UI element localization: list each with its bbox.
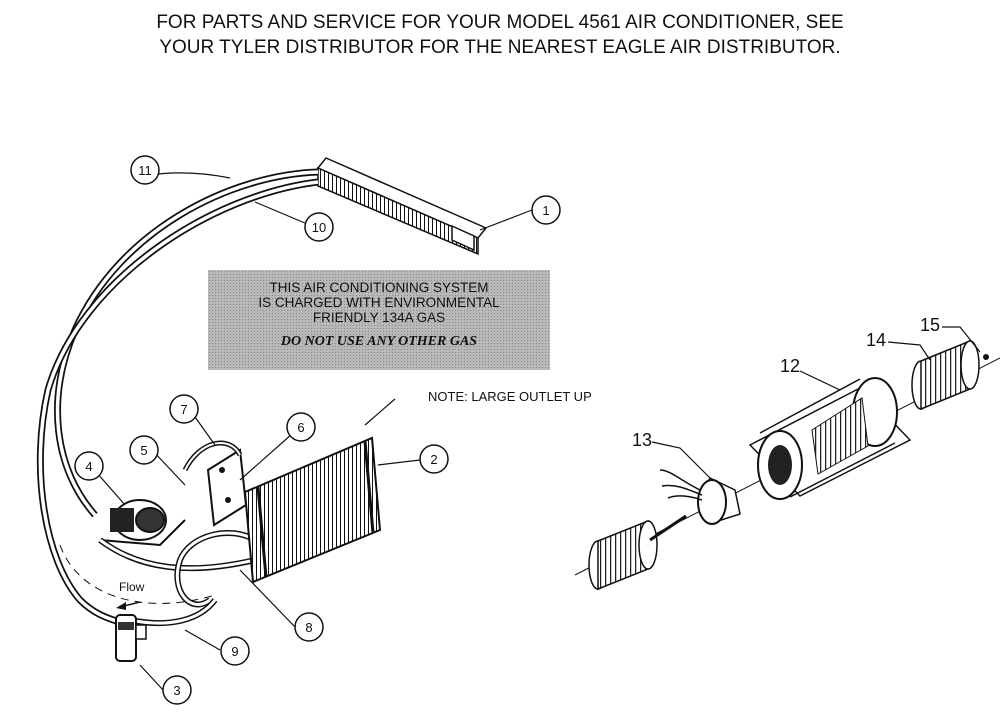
callout-2-label: 2 bbox=[430, 452, 437, 467]
condenser-coil bbox=[243, 436, 382, 584]
callout-4-label: 4 bbox=[85, 459, 92, 474]
callout-9: 9 bbox=[220, 636, 250, 666]
flow-label: Flow bbox=[119, 580, 145, 594]
callout-9-label: 9 bbox=[231, 644, 238, 659]
callout-10-label: 10 bbox=[312, 220, 326, 235]
callout-13-label: 13 bbox=[632, 430, 652, 450]
callout-14-label: 14 bbox=[866, 330, 886, 350]
leader-lines bbox=[89, 172, 981, 691]
blower-wheel-left bbox=[588, 519, 658, 591]
blower-wheel-right bbox=[911, 339, 980, 411]
callout-5-label: 5 bbox=[140, 443, 147, 458]
callout-3-label: 3 bbox=[173, 683, 180, 698]
callout-6: 6 bbox=[286, 412, 316, 442]
callout-7: 7 bbox=[169, 394, 199, 424]
callout-1: 1 bbox=[531, 195, 561, 225]
compressor bbox=[99, 499, 186, 547]
mounting-bracket bbox=[182, 440, 248, 527]
callout-12-label: 12 bbox=[780, 356, 800, 376]
warning-line-4: DO NOT USE ANY OTHER GAS bbox=[280, 334, 478, 349]
blower-motor bbox=[649, 469, 741, 542]
callout-15-label: 15 bbox=[920, 315, 940, 335]
receiver-drier bbox=[115, 614, 147, 662]
warning-line-1: THIS AIR CONDITIONING SYSTEM bbox=[269, 280, 489, 295]
flow-arrow bbox=[116, 601, 141, 610]
header-text: FOR PARTS AND SERVICE FOR YOUR MODEL 456… bbox=[0, 10, 1000, 60]
callout-8-label: 8 bbox=[305, 620, 312, 635]
callout-3: 3 bbox=[162, 675, 192, 705]
callout-10: 10 bbox=[304, 212, 334, 242]
refrigerant-warning-label: THIS AIR CONDITIONING SYSTEM IS CHARGED … bbox=[208, 270, 550, 370]
retaining-nut bbox=[983, 354, 989, 360]
blower-housing bbox=[748, 377, 912, 500]
evaporator-coil bbox=[316, 157, 488, 256]
warning-line-3: FRIENDLY 134A GAS bbox=[312, 310, 446, 325]
outlet-note: NOTE: LARGE OUTLET UP bbox=[428, 389, 592, 404]
callout-6-label: 6 bbox=[297, 420, 304, 435]
callout-1-label: 1 bbox=[542, 203, 549, 218]
callout-2: 2 bbox=[419, 444, 449, 474]
condenser-lines bbox=[98, 529, 257, 626]
callout-5: 5 bbox=[129, 435, 159, 465]
header-line-1: FOR PARTS AND SERVICE FOR YOUR MODEL 456… bbox=[156, 12, 844, 33]
header-line-2: YOUR TYLER DISTRIBUTOR FOR THE NEAREST E… bbox=[159, 37, 841, 58]
callout-11: 11 bbox=[130, 155, 160, 185]
warning-line-2: IS CHARGED WITH ENVIRONMENTAL bbox=[258, 295, 500, 310]
callout-8: 8 bbox=[294, 612, 324, 642]
callout-7-label: 7 bbox=[180, 402, 187, 417]
blower-assembly bbox=[574, 339, 1000, 591]
callout-4: 4 bbox=[74, 451, 104, 481]
callout-11-label: 11 bbox=[138, 163, 152, 178]
